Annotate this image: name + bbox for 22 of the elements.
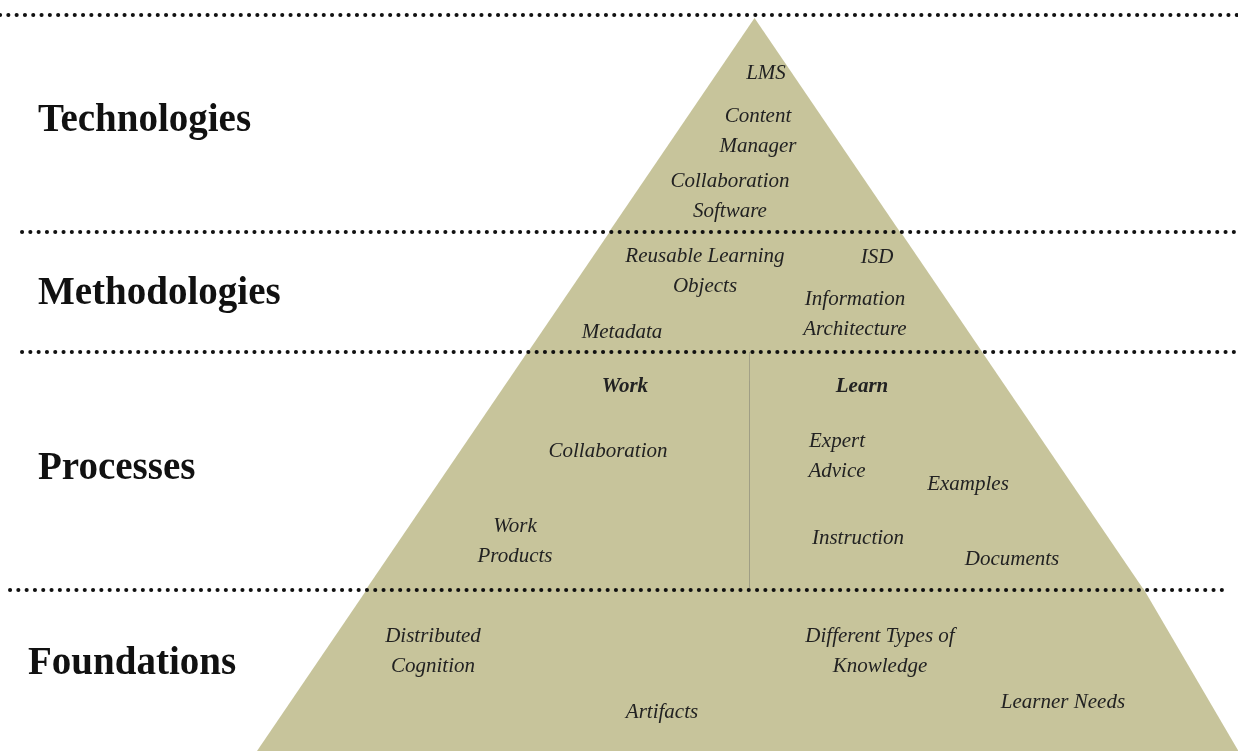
band-text: Learner Needs — [1000, 688, 1126, 715]
band-text: Distributed Cognition — [384, 622, 482, 679]
band-text: LMS — [746, 59, 786, 86]
layer-label: Technologies — [38, 94, 252, 140]
band-text: Instruction — [811, 524, 905, 551]
band-text: Examples — [927, 470, 1009, 497]
band-text: Collaboration — [548, 437, 668, 464]
layer-label: Foundations — [28, 637, 237, 683]
band-text: Metadata — [581, 318, 663, 345]
layer-label: Methodologies — [38, 267, 281, 313]
band-text: ISD — [860, 243, 894, 270]
band-text: Collaboration Software — [669, 167, 791, 224]
band-text: Documents — [964, 545, 1060, 572]
band-text: Content Manager — [718, 102, 798, 159]
layer-label: Processes — [38, 442, 196, 488]
section-heading: Learn — [835, 372, 889, 399]
band-text: Information Architecture — [801, 285, 908, 342]
band-text: Work Products — [476, 512, 554, 569]
band-text: Expert Advice — [806, 427, 867, 484]
band-text: Different Types of Knowledge — [804, 622, 958, 679]
band-text: Artifacts — [625, 698, 699, 725]
section-heading: Work — [601, 372, 649, 399]
